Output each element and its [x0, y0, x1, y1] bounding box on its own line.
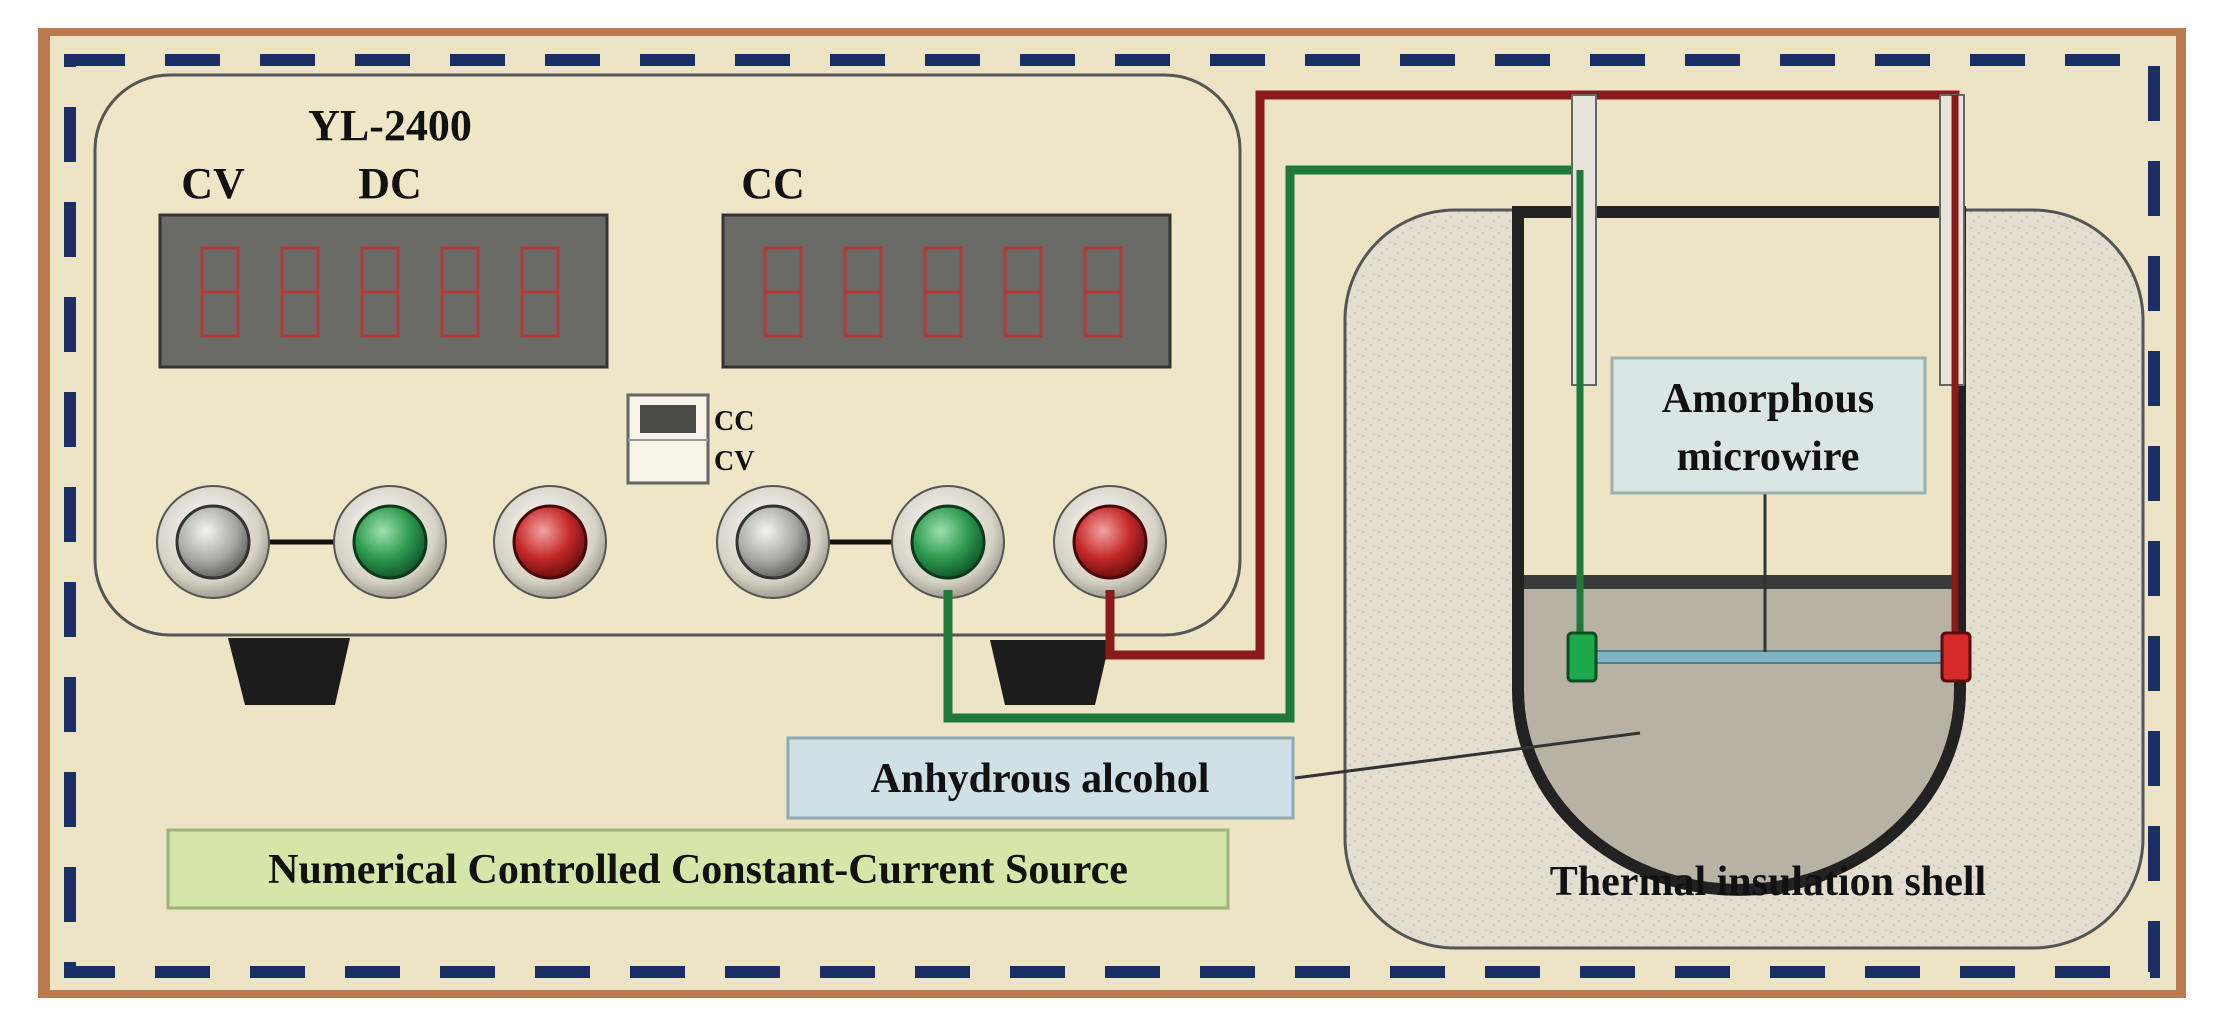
terminal-left-ground[interactable] [156, 485, 270, 599]
negative-electrode [1566, 631, 1598, 683]
switch-cc-label: CC [714, 406, 754, 437]
microwire [1589, 650, 1951, 664]
alcohol-label-text: Anhydrous alcohol [871, 756, 1210, 802]
microwire-label-line2: microwire [1677, 434, 1860, 480]
alcohol-label: Anhydrous alcohol [786, 736, 1295, 820]
switch-cv-label: CV [714, 446, 754, 477]
current-display [721, 213, 1172, 369]
terminal-right-ground[interactable] [716, 485, 830, 599]
cc-label: CC [741, 159, 805, 208]
model-label: YL-2400 [308, 101, 472, 150]
microwire-label: Amorphous microwire [1610, 356, 1927, 495]
shell-label: Thermal insulation shell [1550, 859, 1986, 905]
power-supply: YL-2400 CV DC CC CC CV [93, 73, 1242, 637]
cv-label: CV [181, 159, 245, 208]
voltage-display [158, 213, 609, 369]
terminal-right-negative[interactable] [891, 485, 1005, 599]
dc-label: DC [358, 159, 422, 208]
terminal-left-positive[interactable] [493, 485, 607, 599]
source-label: Numerical Controlled Constant-Current So… [166, 828, 1230, 910]
positive-electrode [1940, 631, 1972, 683]
source-label-text: Numerical Controlled Constant-Current So… [268, 847, 1128, 893]
foot-left [228, 638, 350, 705]
terminal-right-positive[interactable] [1053, 485, 1167, 599]
foot-right [990, 640, 1110, 705]
terminal-left-negative[interactable] [333, 485, 447, 599]
mode-switch[interactable] [626, 393, 710, 485]
microwire-label-line1: Amorphous [1662, 376, 1874, 422]
alcohol-leader [1294, 731, 1641, 780]
